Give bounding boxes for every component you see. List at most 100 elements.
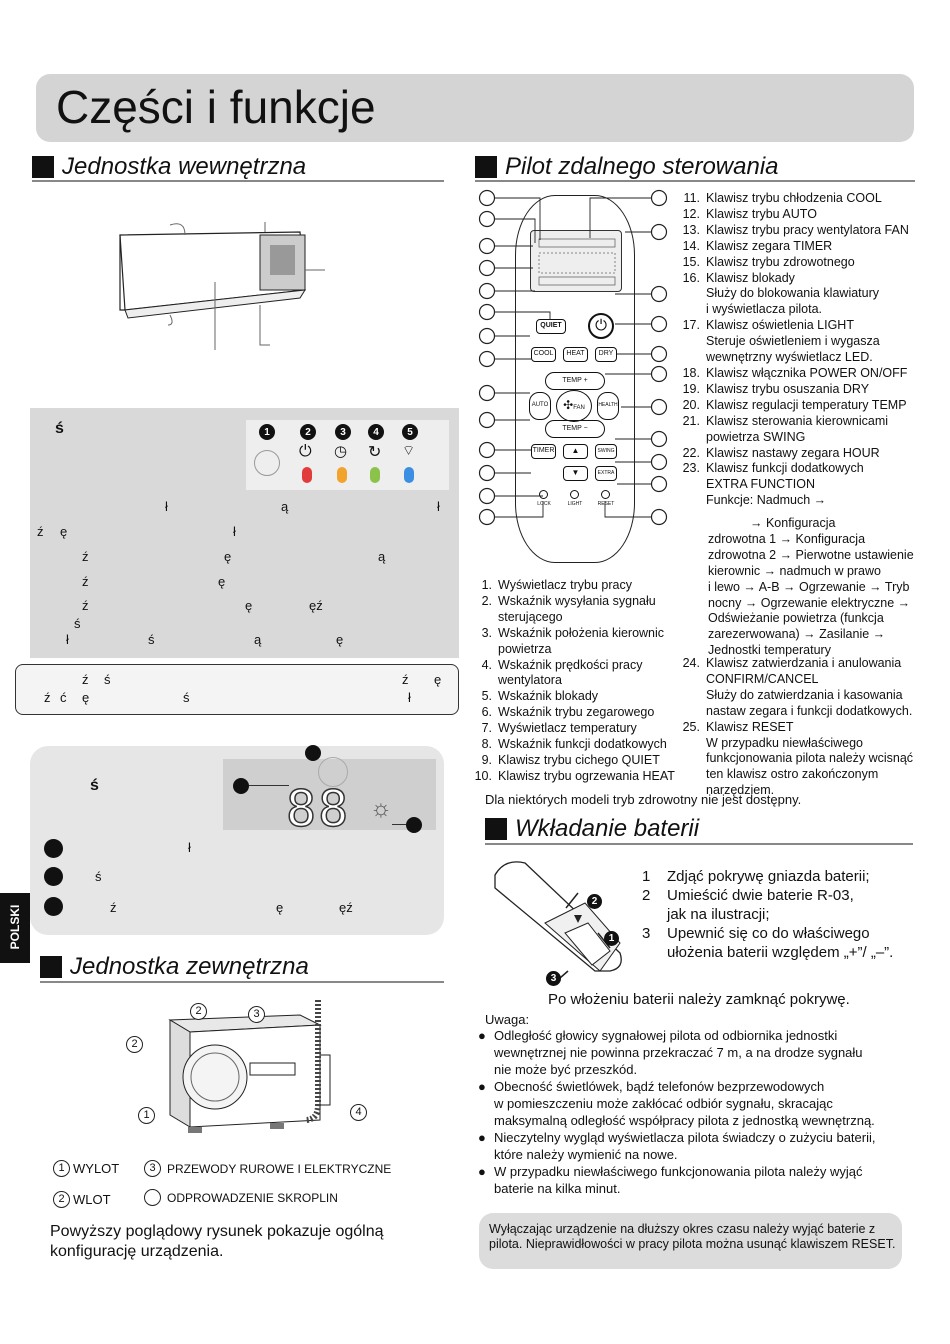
outdoor-callout-1: 1 bbox=[138, 1107, 155, 1124]
fragment: ęź bbox=[339, 900, 353, 915]
fragment: ęź bbox=[309, 598, 323, 613]
lock-button[interactable] bbox=[539, 490, 548, 499]
legend-item: ODPROWADZENIE SKROPLIN bbox=[144, 1189, 338, 1206]
temp-up-button[interactable]: TEMP + bbox=[545, 372, 605, 390]
hour-down-button[interactable]: ▼ bbox=[563, 466, 588, 481]
list-item: 23.Klawisz funkcji dodatkowych bbox=[682, 461, 864, 476]
timer-icon: ◷ bbox=[334, 443, 348, 460]
page-title: Części i funkcje bbox=[56, 81, 376, 133]
bullet-item: ●Obecność świetlówek, bądź telefonów bez… bbox=[478, 1079, 875, 1128]
remote-list-right: 11.Klawisz trybu chłodzenia COOL 12.Klaw… bbox=[680, 191, 940, 509]
final-note-box bbox=[479, 1213, 902, 1269]
step-row: ułożenia baterii względem „+”/ „–”. bbox=[667, 944, 894, 961]
battery-callout-2: 2 bbox=[587, 894, 602, 909]
legend-item: 2 WLOT bbox=[53, 1191, 111, 1208]
reset-button[interactable] bbox=[601, 490, 610, 499]
led-number-3: 3 bbox=[335, 424, 351, 440]
swing-icon: ↻ bbox=[368, 444, 382, 461]
side-tab-label: POLSKI bbox=[8, 904, 22, 950]
list-item: 9.Klawisz trybu cichego QUIET bbox=[481, 752, 660, 767]
health-button[interactable]: HEALTH bbox=[597, 392, 619, 420]
light-button[interactable] bbox=[570, 490, 579, 499]
timer-button[interactable]: TIMER bbox=[531, 444, 556, 459]
list-item: 10.Klawisz trybu ogrzewania HEAT bbox=[474, 768, 675, 783]
list-item: EXTRA FUNCTION bbox=[706, 477, 816, 492]
power-button[interactable]: ⏻ bbox=[588, 313, 614, 339]
remote-list-right-2: 24.Klawisz zatwierdzania i anulowania CO… bbox=[680, 656, 945, 799]
fragment: ź bbox=[82, 574, 89, 589]
list-item: 18.Klawisz włącznika POWER ON/OFF bbox=[682, 365, 908, 380]
fragment: ś bbox=[74, 616, 81, 631]
legend-label: PRZEWODY RUROWE I ELEKTRYCZNE bbox=[167, 1161, 392, 1176]
heat-button[interactable]: HEAT bbox=[563, 347, 588, 362]
outdoor-callout-2b: 2 bbox=[126, 1036, 143, 1053]
receiver-window bbox=[254, 450, 280, 476]
bullet-item: ●W przypadku niewłaściwego funkcjonowani… bbox=[478, 1164, 863, 1196]
function-line: Jednostki temperatury bbox=[708, 643, 831, 658]
health-note: Dla niektórych modeli tryb zdrowotny nie… bbox=[485, 792, 802, 807]
side-tab: POLSKI bbox=[0, 893, 30, 963]
led-green bbox=[370, 467, 380, 483]
temp-down-button[interactable]: TEMP − bbox=[545, 420, 605, 438]
list-item: 8.Wskaźnik funkcji dodatkowych bbox=[481, 737, 667, 752]
battery-callout-1: 1 bbox=[604, 931, 619, 946]
heading-square bbox=[485, 818, 507, 840]
function-line: zarezerwowana) → Zasilanie → bbox=[708, 627, 886, 642]
function-line: Odświeżanie powietrza (funkcja bbox=[708, 611, 884, 626]
outdoor-callout-2a: 2 bbox=[190, 1003, 207, 1020]
list-item: 25.Klawisz RESET bbox=[682, 719, 794, 734]
light-label: LIGHT bbox=[567, 501, 583, 507]
fragment: ź bbox=[82, 598, 89, 613]
battery-close-note: Po włożeniu baterii należy zamknąć pokry… bbox=[548, 991, 850, 1008]
list-item: ten klawisz ostro zakończonym bbox=[706, 767, 879, 782]
list-item: Służy do blokowania klawiatury bbox=[706, 286, 880, 301]
led-number-1: 1 bbox=[259, 424, 275, 440]
fragment: ą bbox=[281, 499, 289, 514]
hour-up-button[interactable]: ▲ bbox=[563, 444, 588, 459]
legend-label: WYLOT bbox=[73, 1161, 120, 1176]
lock-label: LOCK bbox=[537, 501, 551, 507]
dry-button[interactable]: DRY bbox=[595, 347, 617, 362]
fragment: ś bbox=[183, 690, 190, 705]
list-item: powietrza SWING bbox=[706, 429, 806, 444]
legend-num bbox=[144, 1189, 161, 1206]
fragment: ź bbox=[82, 549, 89, 564]
extra-button[interactable]: EXTRA bbox=[595, 466, 617, 481]
fragment: ś bbox=[104, 672, 111, 687]
fragment: ł bbox=[408, 690, 411, 705]
remote-callouts bbox=[478, 189, 668, 526]
bullet-item: ●Nieczytelny wygląd wyświetlacza pilota … bbox=[478, 1130, 876, 1162]
list-item: 17.Klawisz oświetlenia LIGHT bbox=[682, 318, 854, 333]
auto-button[interactable]: AUTO bbox=[529, 392, 551, 420]
quiet-button[interactable]: QUIET bbox=[536, 319, 566, 334]
fragment: ł bbox=[165, 499, 168, 514]
function-line: nocny → Ogrzewanie elektryczne → bbox=[708, 595, 911, 610]
list-item: 6.Wskaźnik trybu zegarowego bbox=[481, 705, 655, 720]
outdoor-callout-4: 4 bbox=[350, 1104, 367, 1121]
fragment: ę bbox=[276, 900, 284, 915]
list-item: 3.Wskaźnik położenia kierownic powietrza bbox=[481, 625, 665, 656]
fragment: ź bbox=[402, 672, 409, 687]
fragment: ę bbox=[434, 672, 442, 687]
list-item: narzędziem. bbox=[706, 783, 775, 798]
final-note: Wyłączając urządzenie na dłuższy okres c… bbox=[489, 1222, 896, 1251]
callout-line bbox=[249, 785, 289, 786]
swing-button[interactable]: SWING bbox=[595, 444, 617, 459]
cool-button[interactable]: COOL bbox=[531, 347, 556, 362]
battery-illustration bbox=[494, 861, 622, 986]
heading-square bbox=[40, 956, 62, 978]
fragment: ś bbox=[95, 869, 102, 884]
fragment: ą bbox=[254, 632, 262, 647]
list-item: 15.Klawisz trybu zdrowotnego bbox=[682, 254, 855, 269]
list-item: 5.Wskaźnik blokady bbox=[481, 689, 599, 704]
list-item: 2.Wskaźnik wysyłania sygnału sterującego bbox=[481, 593, 656, 624]
callout-dot bbox=[305, 745, 321, 761]
fragment: ę bbox=[82, 690, 90, 705]
bullet-dot bbox=[44, 839, 63, 858]
list-item: CONFIRM/CANCEL bbox=[706, 671, 819, 686]
outdoor-heading-text: Jednostka zewnętrzna bbox=[70, 953, 309, 980]
fan-button[interactable]: ✣FAN bbox=[556, 390, 592, 422]
bullet-dot bbox=[44, 897, 63, 916]
list-item: 11.Klawisz trybu chłodzenia COOL bbox=[683, 191, 882, 205]
batteries-heading: Wkładanie baterii bbox=[485, 815, 913, 845]
